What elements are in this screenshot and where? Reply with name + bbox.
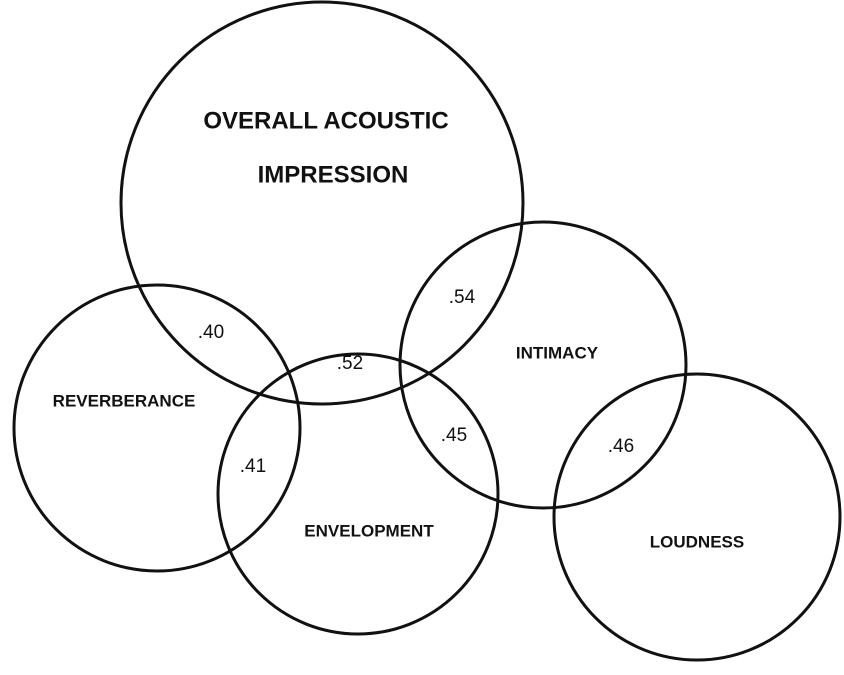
circle-reverberance — [12, 283, 302, 573]
value-intimacy-loudness: .46 — [608, 436, 634, 457]
label-overall-line2: IMPRESSION — [258, 161, 409, 188]
label-loudness: LOUDNESS — [650, 532, 744, 551]
label-envelopment: ENVELOPMENT — [304, 521, 434, 540]
value-reverberance-envelopment: .41 — [240, 456, 266, 477]
circle-envelopment — [216, 352, 500, 636]
value-envelopment-intimacy: .45 — [441, 425, 467, 446]
circle-intimacy — [398, 220, 688, 510]
circle-overall-acoustic-impression — [119, 0, 525, 406]
value-overall-reverberance: .40 — [198, 322, 224, 343]
label-reverberance: REVERBERANCE — [53, 391, 196, 410]
value-overall-intimacy: .54 — [449, 287, 476, 308]
label-overall-line1: OVERALL ACOUSTIC — [203, 107, 448, 134]
label-intimacy: INTIMACY — [516, 343, 599, 362]
circle-loudness — [552, 372, 842, 662]
value-overall-envelopment: .52 — [337, 353, 363, 374]
